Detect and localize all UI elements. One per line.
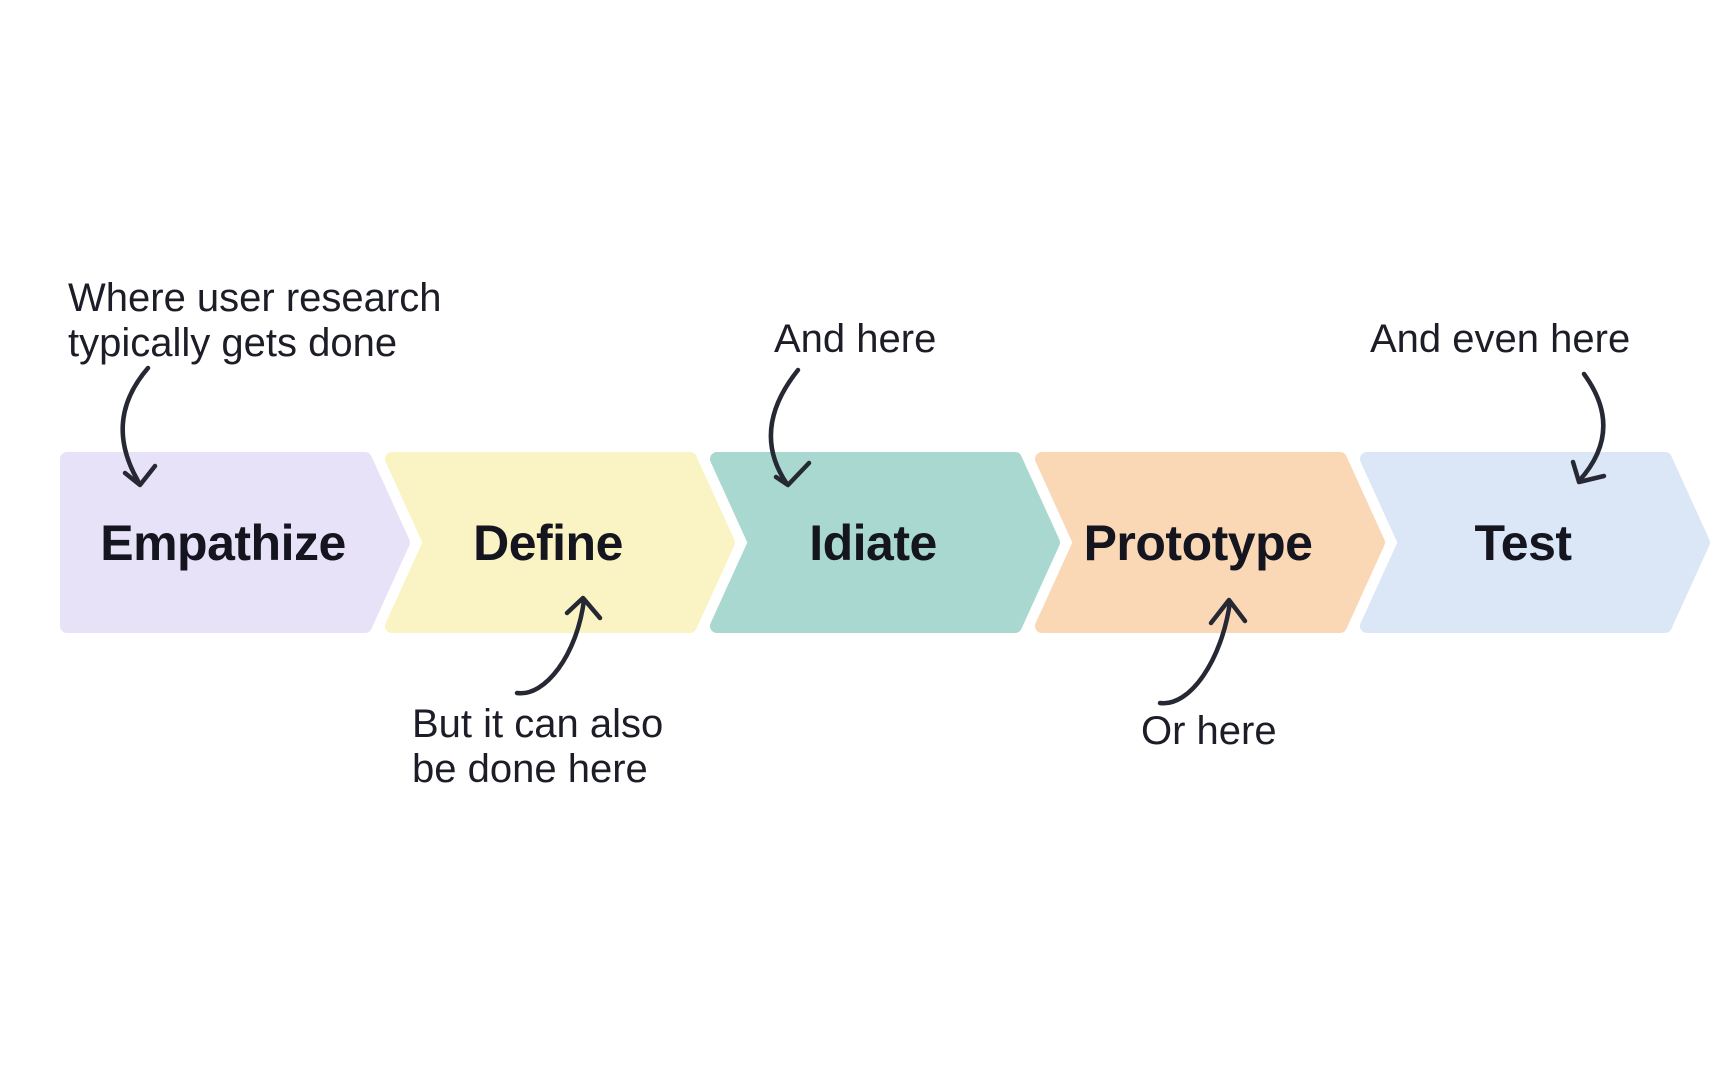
chevron-define <box>385 452 735 633</box>
arrow-and-even-here-icon <box>1570 371 1607 485</box>
stage-label-prototype: Prototype <box>1083 515 1313 571</box>
annotation-and-even-here: And even here <box>1370 317 1630 362</box>
stage-label-test: Test <box>1474 515 1572 571</box>
annotation-where-user-research: Where user research typically gets done <box>68 276 441 366</box>
arrow-where-user-research-icon <box>120 365 158 488</box>
annotation-line: And even here <box>1370 317 1631 361</box>
annotation-line: But it can also <box>412 702 664 746</box>
arrow-or-here-icon <box>1157 597 1248 706</box>
chevron-idiate <box>710 452 1060 633</box>
annotation-line: typically gets done <box>68 321 398 365</box>
stage-label-define: Define <box>473 515 623 571</box>
chevron-test <box>1360 452 1710 633</box>
chevron-empathize <box>60 452 410 633</box>
arrow-and-here-icon <box>768 367 812 488</box>
stage-label-idiate: Idiate <box>809 515 937 571</box>
annotation-and-here: And here <box>774 317 936 362</box>
stage-label-empathize: Empathize <box>100 515 346 571</box>
arrow-but-it-can-also-icon <box>514 595 603 696</box>
annotation-line: Where user research <box>68 276 442 320</box>
annotation-but-it-can-also: But it can also be done here <box>412 702 663 792</box>
annotation-or-here: Or here <box>1141 709 1277 754</box>
annotation-line: And here <box>774 317 937 361</box>
annotation-line: be done here <box>412 747 648 791</box>
chevron-prototype <box>1035 452 1385 633</box>
annotation-line: Or here <box>1141 709 1277 753</box>
